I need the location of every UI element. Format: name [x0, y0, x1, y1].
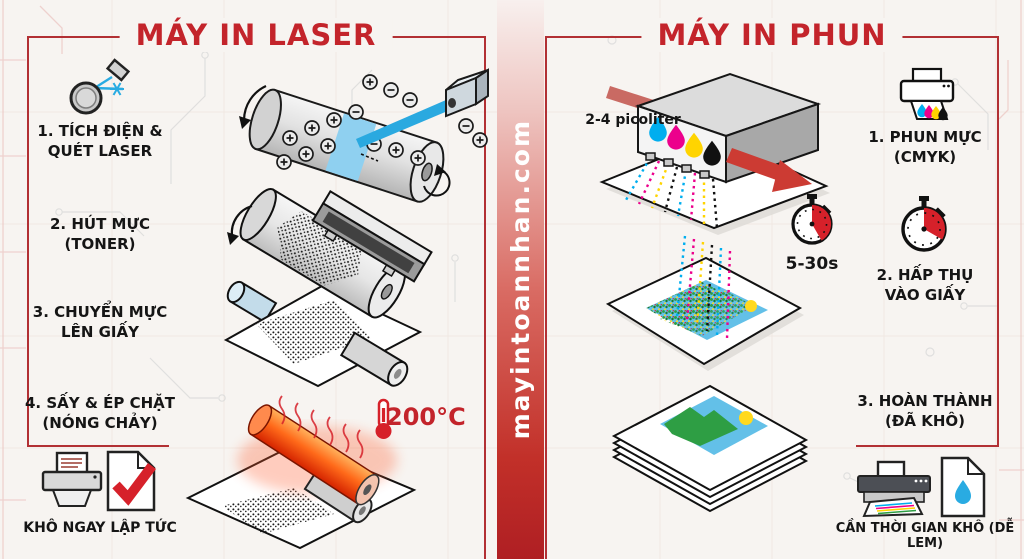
- inkjet-cmyk-printer-icon: [899, 67, 955, 121]
- laser-unit-icon: [445, 68, 489, 118]
- cmyk-drops: [649, 116, 721, 166]
- checkmark-document-icon: [106, 450, 156, 512]
- right-step-3-line2: (ĐÃ KHÔ): [884, 411, 966, 430]
- left-step-2-line2: (TONER): [64, 234, 136, 253]
- fuser-temperature: 200°C: [386, 403, 466, 431]
- left-step-4: 4. SẤY & ÉP CHẶT (NÓNG CHẢY): [15, 394, 185, 434]
- right-step-3-line1: 3. HOÀN THÀNH: [857, 392, 993, 410]
- watermark-url: mayintoannhan.com: [506, 119, 535, 440]
- divider-line-right: [545, 36, 547, 559]
- left-step-2: 2. HÚT MỰC (TONER): [15, 215, 185, 255]
- laser-printer-icon: [41, 451, 103, 507]
- drum-illustration: [239, 68, 489, 203]
- right-step-2-line1: 2. HẤP THỤ: [876, 266, 974, 284]
- left-step-3-line1: 3. CHUYỂN MỰC: [32, 303, 168, 321]
- printhead-illustration: [606, 72, 822, 192]
- pinch-roller: [339, 331, 409, 387]
- left-footer-label: KHÔ NGAY LẬP TỨC: [23, 520, 177, 536]
- right-panel-border-bottom: [856, 445, 999, 447]
- absorb-time-label: 5-30s: [785, 254, 839, 274]
- left-step-3: 3. CHUYỂN MỰC LÊN GIẤY: [15, 303, 185, 343]
- left-panel-title: MÁY IN LASER: [119, 18, 393, 52]
- right-step-1: 1. PHUN MỰC (CMYK): [840, 128, 1010, 168]
- fuser-illustration: [185, 395, 417, 550]
- left-panel-border-bottom: [27, 445, 169, 447]
- right-panel-border-right: [997, 36, 999, 447]
- inkjet-printer-icon: [857, 460, 931, 518]
- transfer-roller: [226, 280, 278, 324]
- left-step-3-line2: LÊN GIẤY: [61, 322, 139, 341]
- forming-photo: [646, 280, 768, 340]
- right-step-1-line2: (CMYK): [893, 147, 957, 166]
- left-step-1-line2: QUÉT LASER: [47, 141, 153, 160]
- laser-scan-icon: [69, 58, 131, 115]
- right-panel-title: MÁY IN PHUN: [641, 18, 903, 52]
- watermark-banner: mayintoannhan.com: [497, 0, 544, 559]
- right-step-3: 3. HOÀN THÀNH (ĐÃ KHÔ): [840, 392, 1010, 432]
- heat-waves: [278, 395, 364, 459]
- left-step-2-line1: 2. HÚT MỰC: [49, 215, 150, 233]
- ink-spray: [624, 157, 732, 340]
- finished-paper-stack: [611, 384, 809, 513]
- developer-drum: [239, 188, 406, 319]
- stopwatch-icon-small: [791, 194, 833, 245]
- left-panel-border-left: [27, 36, 29, 447]
- left-step-1-line1: 1. TÍCH ĐIỆN &: [37, 122, 163, 140]
- left-step-1: 1. TÍCH ĐIỆN & QUÉT LASER: [15, 122, 185, 162]
- toner-cartridge: [311, 190, 433, 283]
- output-arrow-icon: [726, 148, 812, 192]
- left-step-4-line1: 4. SẤY & ÉP CHẶT: [24, 394, 176, 412]
- right-step-1-line1: 1. PHUN MỰC: [868, 128, 982, 146]
- right-footer-label: CẦN THỜI GIAN KHÔ (DỄ LEM): [835, 521, 1015, 551]
- droplet-size-label: 2-4 picoliter: [585, 112, 681, 128]
- toner-illustration: [223, 188, 433, 388]
- thermometer-icon: [375, 398, 392, 439]
- right-step-2-line2: VÀO GIẤY: [884, 285, 966, 304]
- wet-document-icon: [940, 456, 986, 518]
- divider-line-left: [484, 36, 486, 559]
- left-step-4-line2: (NÓNG CHẢY): [42, 413, 158, 432]
- fuser-hot-roller: [247, 404, 380, 506]
- right-step-2: 2. HẤP THỤ VÀO GIẤY: [840, 266, 1010, 306]
- printed-photo: [660, 396, 768, 455]
- stopwatch-icon: [901, 196, 947, 252]
